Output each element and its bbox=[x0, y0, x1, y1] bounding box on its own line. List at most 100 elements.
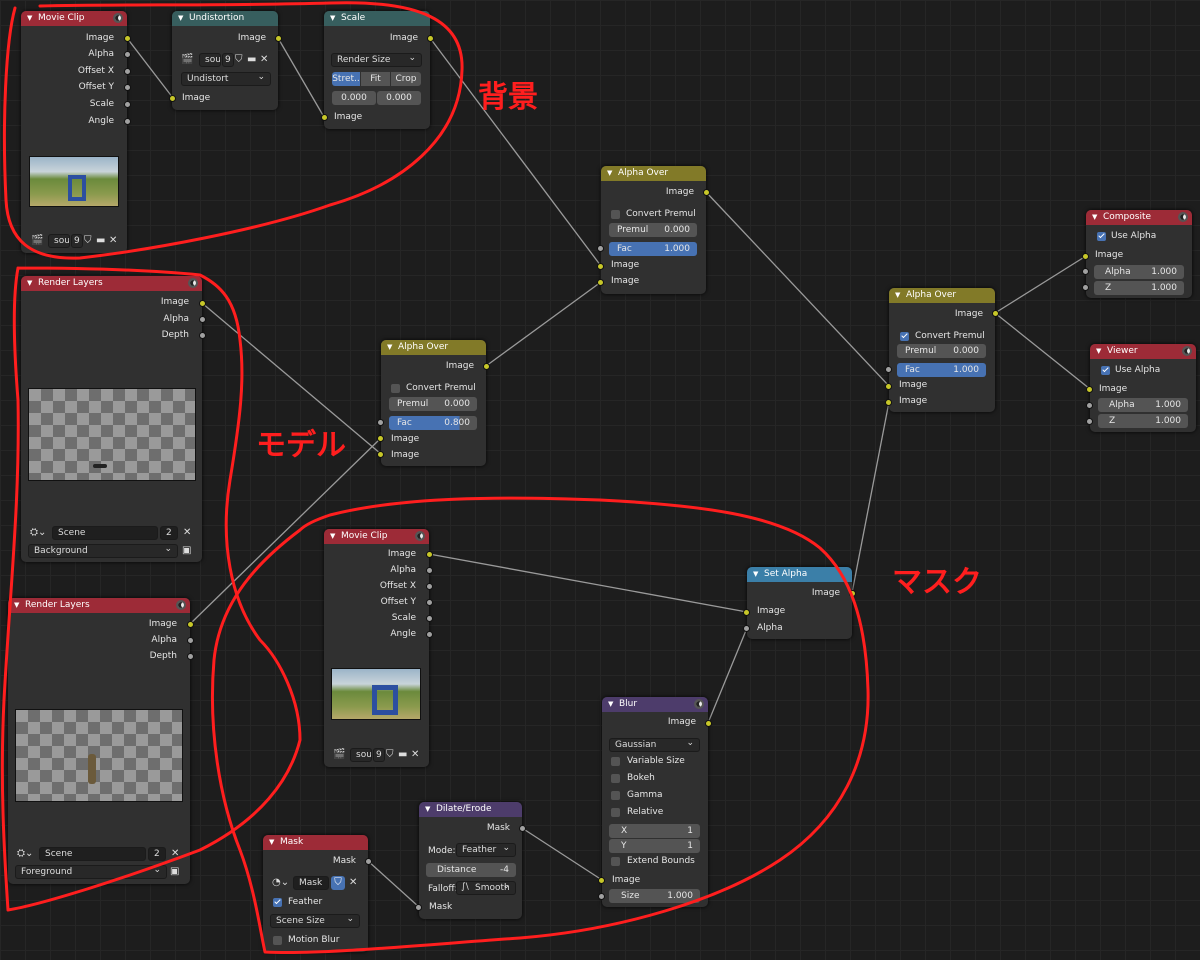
blur-node[interactable]: ▼Blur Image Gaussian Variable Size Bokeh… bbox=[602, 697, 708, 907]
open-folder-icon[interactable]: ▬ bbox=[398, 749, 408, 760]
mask-icon[interactable]: ◔⌄ bbox=[272, 877, 290, 888]
close-icon[interactable]: ✕ bbox=[411, 749, 420, 760]
socket[interactable] bbox=[377, 419, 384, 426]
set-alpha-node[interactable]: ▼Set Alpha Image Image Alpha bbox=[747, 567, 852, 639]
motion-blur-checkbox[interactable] bbox=[273, 936, 282, 945]
node-header[interactable]: ▼Render Layers bbox=[21, 276, 202, 291]
clip-users-count[interactable]: 9 bbox=[222, 53, 234, 67]
movie-clip-node[interactable]: ▼Movie Clip Image Alpha Offset X Offset … bbox=[324, 529, 429, 767]
socket[interactable] bbox=[199, 316, 206, 323]
node-header[interactable]: ▼Alpha Over bbox=[601, 166, 706, 181]
render-icon[interactable]: ▣ bbox=[170, 866, 180, 877]
undistortion-node[interactable]: ▼Undistortion Image 🎬 sou 9 ⛉ ▬ ✕ Undist… bbox=[172, 11, 278, 110]
collapse-icon[interactable]: ▼ bbox=[895, 291, 901, 299]
convert-premul-checkbox[interactable] bbox=[611, 210, 620, 219]
bokeh-checkbox[interactable] bbox=[611, 774, 620, 783]
mode-dropdown[interactable]: Feather bbox=[456, 843, 516, 857]
convert-premul-checkbox[interactable] bbox=[900, 332, 909, 341]
collapse-icon[interactable]: ▼ bbox=[608, 700, 614, 708]
socket[interactable] bbox=[124, 118, 131, 125]
open-folder-icon[interactable]: ▬ bbox=[247, 54, 257, 65]
node-header[interactable]: ▼Render Layers bbox=[8, 598, 190, 613]
scene-icon[interactable]: ⛭⌄ bbox=[30, 527, 47, 538]
offset-y-field[interactable]: 0.000 bbox=[377, 91, 421, 105]
distortion-method-dropdown[interactable]: Undistort bbox=[181, 72, 271, 86]
socket[interactable] bbox=[519, 825, 526, 832]
socket[interactable] bbox=[275, 35, 282, 42]
crop-option[interactable]: Crop bbox=[391, 72, 421, 86]
socket[interactable] bbox=[1086, 402, 1093, 409]
fake-user-shield-icon[interactable]: ⛉ bbox=[235, 54, 243, 65]
gamma-checkbox[interactable] bbox=[611, 791, 620, 800]
socket[interactable] bbox=[483, 363, 490, 370]
socket[interactable] bbox=[321, 114, 328, 121]
use-alpha-checkbox[interactable] bbox=[1101, 366, 1110, 375]
socket[interactable] bbox=[187, 653, 194, 660]
collapse-icon[interactable]: ▼ bbox=[330, 532, 336, 540]
socket[interactable] bbox=[849, 590, 856, 597]
open-folder-icon[interactable]: ▬ bbox=[96, 235, 106, 246]
view-layer-dropdown[interactable]: Foreground bbox=[15, 865, 167, 879]
convert-premul-checkbox[interactable] bbox=[391, 384, 400, 393]
movie-clip-node[interactable]: ▼Movie Clip Image Alpha Offset X Offset … bbox=[21, 11, 127, 253]
filter-type-dropdown[interactable]: Gaussian bbox=[609, 738, 700, 752]
node-header[interactable]: ▼Blur bbox=[602, 697, 708, 712]
socket[interactable] bbox=[426, 583, 433, 590]
socket[interactable] bbox=[377, 435, 384, 442]
node-header[interactable]: ▼Viewer bbox=[1090, 344, 1196, 359]
clip-users-count[interactable]: 9 bbox=[71, 234, 83, 248]
collapse-icon[interactable]: ▼ bbox=[178, 14, 184, 22]
relative-checkbox[interactable] bbox=[611, 808, 620, 817]
socket[interactable] bbox=[1086, 386, 1093, 393]
close-icon[interactable]: ✕ bbox=[183, 527, 192, 538]
collapse-icon[interactable]: ▼ bbox=[27, 279, 33, 287]
node-header[interactable]: ▼Scale bbox=[324, 11, 430, 26]
socket[interactable] bbox=[426, 567, 433, 574]
socket[interactable] bbox=[124, 101, 131, 108]
clip-name-field[interactable]: sou bbox=[199, 53, 221, 67]
close-icon[interactable]: ✕ bbox=[260, 54, 269, 65]
socket[interactable] bbox=[597, 279, 604, 286]
render-layers-node[interactable]: ▼Render Layers Image Alpha Depth ⛭⌄ Scen… bbox=[21, 276, 202, 562]
socket[interactable] bbox=[598, 877, 605, 884]
node-header[interactable]: ▼Undistortion bbox=[172, 11, 278, 26]
mask-name-field[interactable]: Mask bbox=[293, 876, 329, 890]
feather-checkbox[interactable] bbox=[273, 898, 282, 907]
node-header[interactable]: ▼Composite bbox=[1086, 210, 1192, 225]
node-header[interactable]: ▼Alpha Over bbox=[889, 288, 995, 303]
fake-user-shield-icon[interactable]: ⛉ bbox=[386, 749, 394, 760]
node-header[interactable]: ▼Movie Clip bbox=[21, 11, 127, 26]
socket[interactable] bbox=[426, 599, 433, 606]
variable-size-checkbox[interactable] bbox=[611, 757, 620, 766]
socket[interactable] bbox=[597, 263, 604, 270]
fit-option[interactable]: Fit bbox=[361, 72, 390, 86]
dilate-erode-node[interactable]: ▼Dilate/Erode Mask Mode: Feather Distanc… bbox=[419, 802, 522, 919]
falloff-dropdown[interactable]: ∫\Smooth bbox=[456, 881, 516, 895]
socket[interactable] bbox=[598, 893, 605, 900]
scene-icon[interactable]: ⛭⌄ bbox=[17, 848, 34, 859]
fake-user-shield-icon[interactable]: ⛉ bbox=[84, 235, 92, 246]
socket[interactable] bbox=[426, 551, 433, 558]
mask-node[interactable]: ▼Mask Mask ◔⌄ Mask ⛉ ✕ Feather Scene Siz… bbox=[263, 835, 368, 952]
socket[interactable] bbox=[703, 189, 710, 196]
socket[interactable] bbox=[124, 51, 131, 58]
collapse-icon[interactable]: ▼ bbox=[14, 601, 20, 609]
distance-field[interactable]: Distance-4 bbox=[426, 863, 516, 877]
socket[interactable] bbox=[124, 68, 131, 75]
socket[interactable] bbox=[1082, 268, 1089, 275]
use-alpha-checkbox[interactable] bbox=[1097, 232, 1106, 241]
scene-users-count[interactable]: 2 bbox=[160, 526, 178, 540]
socket[interactable] bbox=[426, 631, 433, 638]
